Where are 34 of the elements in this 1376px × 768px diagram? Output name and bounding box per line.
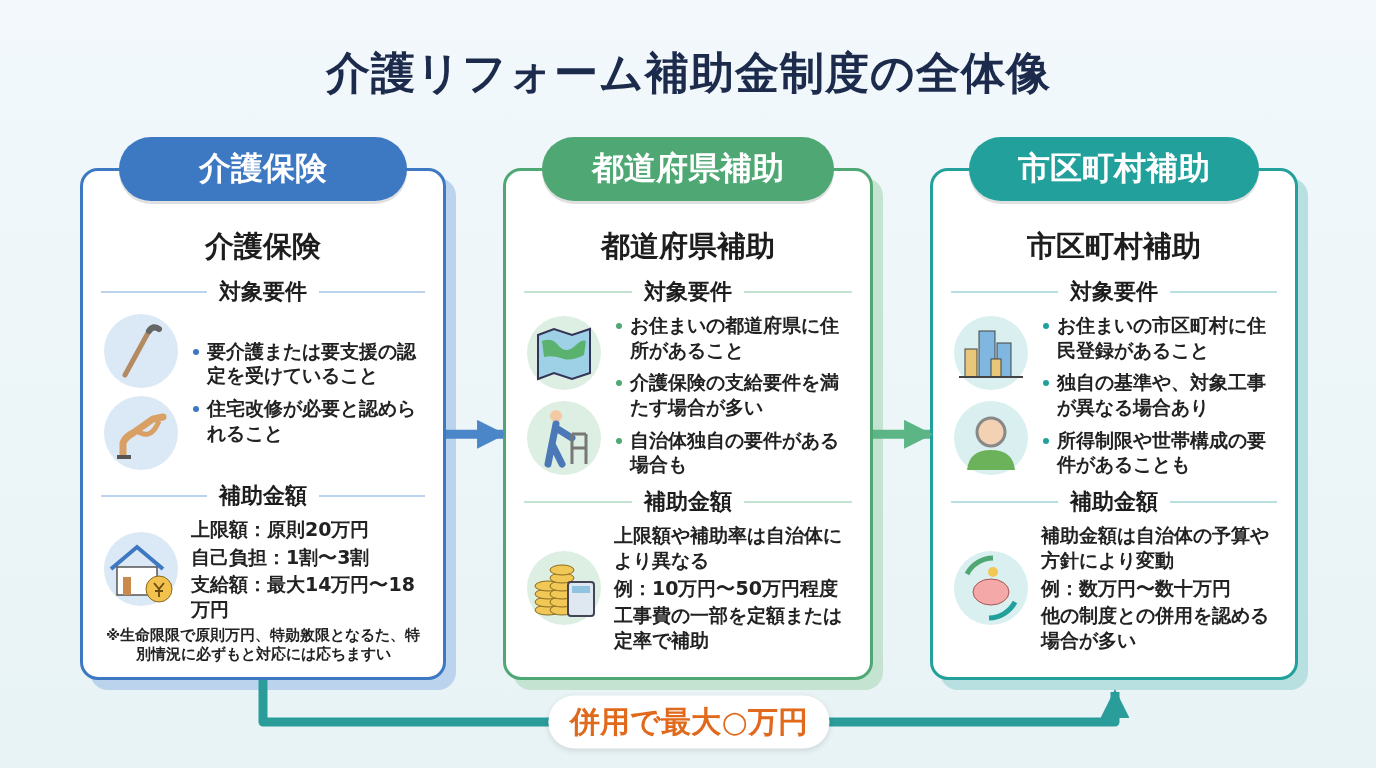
- section-heading: 対象要件: [644, 278, 732, 306]
- bullet-text: 住宅改修が必要と認められること: [191, 396, 425, 446]
- card-title: 都道府県補助: [599, 228, 776, 265]
- amount-text: 例：数万円〜数十万円: [1041, 575, 1232, 601]
- section-heading: 補助金額: [644, 488, 732, 517]
- bullet-text: お住まいの都道府県に住所があること: [614, 313, 852, 363]
- bullet-text: 独自の基準や、対象工事が異なる場合あり: [1041, 370, 1277, 420]
- amount-text: 他の制度との併用を認める場合が多い: [1041, 603, 1270, 653]
- amount-text: 上限額：原則20万円: [191, 517, 371, 542]
- edge-label: 併用で最大○万円: [548, 695, 830, 749]
- page-title: 介護リフォーム補助金制度の全体像: [325, 46, 1051, 100]
- section-heading: 補助金額: [1070, 488, 1158, 517]
- bullet-text: 自治体独自の要件がある場合も: [614, 427, 852, 478]
- section-heading: 対象要件: [219, 278, 307, 306]
- card-header-tab: 都道府県補助: [542, 137, 834, 201]
- card-title: 介護保険: [204, 228, 322, 265]
- amount-text: 支給額：最大14万円〜18万円: [191, 572, 416, 622]
- connector-arrow: [873, 419, 933, 449]
- amount-text: 補助金額は自治体の予算や方針により変動: [1041, 523, 1270, 573]
- card-title: 市区町村補助: [1026, 228, 1202, 265]
- amount-text: 自己負担：1割〜3割: [191, 544, 371, 570]
- amount-text: 例：10万円〜50万円程度: [614, 575, 839, 601]
- bullet-text: 所得制限や世帯構成の要件があることも: [1041, 427, 1277, 478]
- bullet-text: 介護保険の支給要件を満たす場合が多い: [614, 370, 852, 420]
- card-header-tab: 介護保険: [119, 137, 407, 201]
- section-heading: 補助金額: [219, 482, 307, 510]
- amount-text: 上限額や補助率は自治体により異なる: [614, 523, 843, 573]
- section-heading: 対象要件: [1070, 278, 1158, 306]
- card-header-tab: 市区町村補助: [969, 137, 1259, 201]
- bullet-text: 要介護または要支援の認定を受けていること: [191, 338, 425, 388]
- bullet-text: お住まいの市区町村に住民登録があること: [1041, 313, 1277, 363]
- footnote: ※生命限限で原則万円、特勋敫限となるた、特別情況に必ずもと対応には応ちますい: [104, 625, 422, 665]
- connector-arrow: [446, 419, 506, 449]
- amount-text: 工事費の一部を定額または定率で補助: [614, 603, 843, 653]
